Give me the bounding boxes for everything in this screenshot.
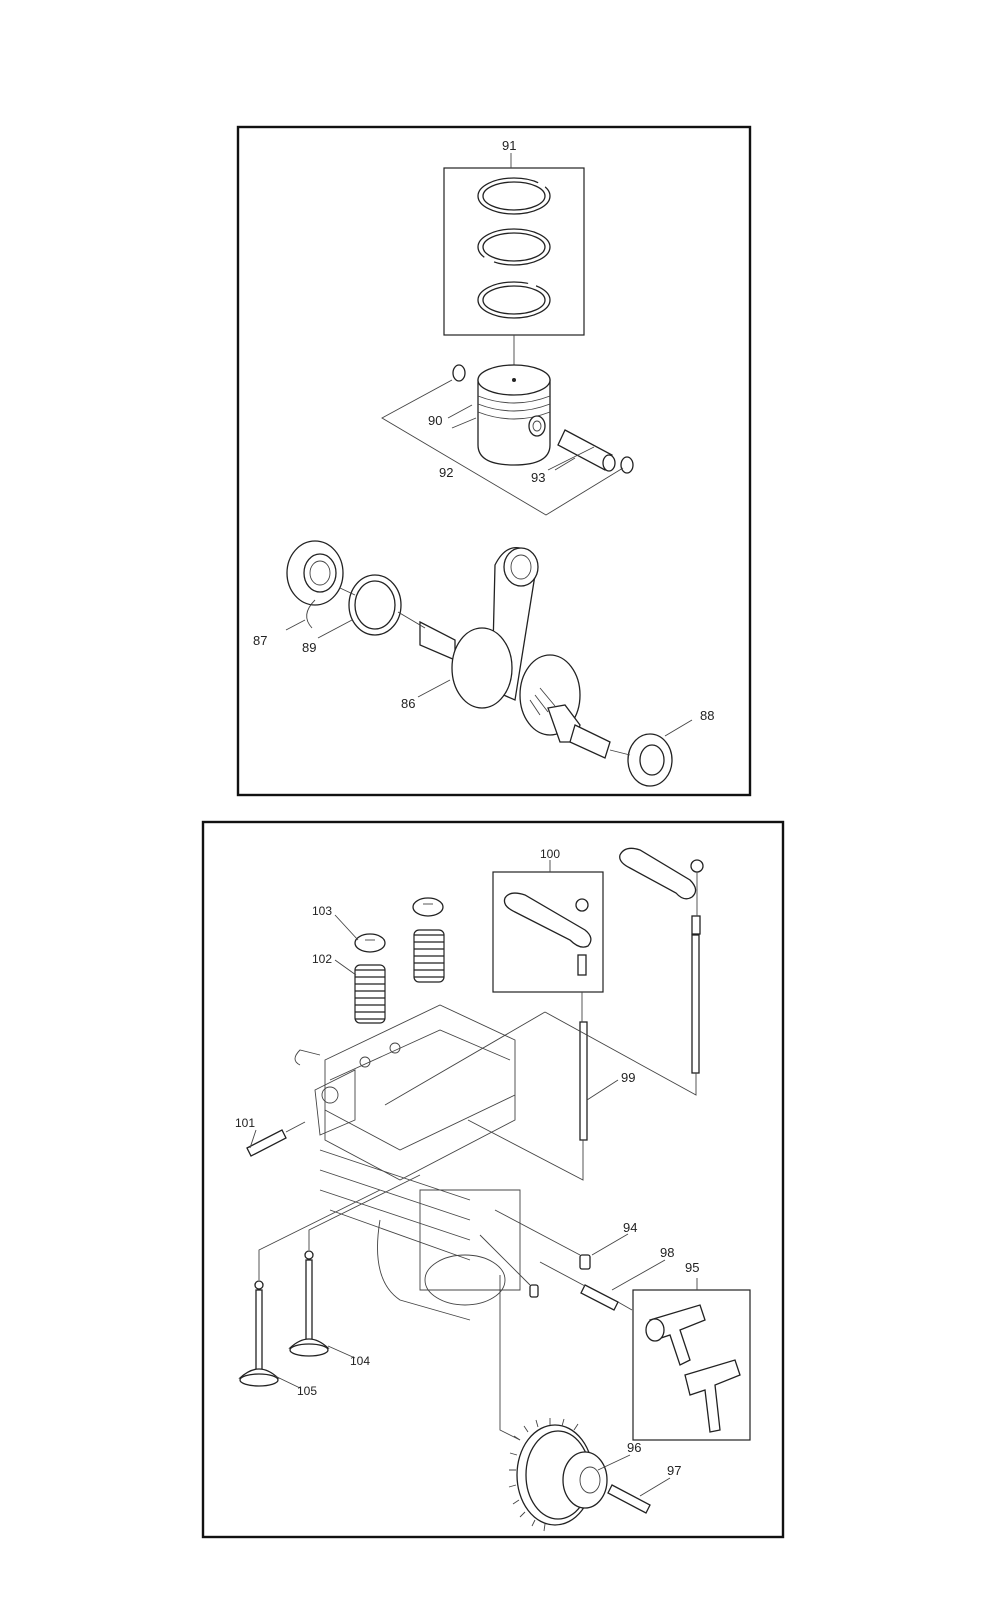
callout-88: 88 xyxy=(700,708,714,723)
piston-ring-1 xyxy=(477,177,551,215)
callout-105: 105 xyxy=(297,1384,317,1398)
circlip-left xyxy=(452,364,466,382)
crankshaft xyxy=(419,546,611,759)
callout-90: 90 xyxy=(428,413,442,428)
exhaust-valve xyxy=(238,1280,280,1387)
callout-103: 103 xyxy=(312,904,332,918)
rocker-arm-right xyxy=(619,847,704,1074)
pin-101 xyxy=(246,1129,287,1157)
callout-96: 96 xyxy=(627,1440,641,1455)
intake-valve xyxy=(288,1250,330,1357)
valve-spring-left xyxy=(354,964,386,1024)
panel-frame-bottom xyxy=(201,820,785,1539)
piston xyxy=(477,364,551,466)
callout-94: 94 xyxy=(623,1220,637,1235)
callout-95: 95 xyxy=(685,1260,699,1275)
spring-retainer-right xyxy=(412,897,444,917)
cam-follower-upper xyxy=(645,1304,706,1366)
callout-102: 102 xyxy=(312,952,332,966)
cam-shaft-pin xyxy=(580,1284,619,1311)
valve-spring-right xyxy=(413,929,445,983)
tappet-94 xyxy=(579,1254,591,1270)
panel-cylinder-head: 100 103 102 99 101 94 98 95 104 105 96 9… xyxy=(201,820,785,1539)
callout-98: 98 xyxy=(660,1245,674,1260)
callout-92: 92 xyxy=(439,465,453,480)
push-rod xyxy=(579,1021,588,1141)
callout-100: 100 xyxy=(540,847,560,861)
panel-crank-piston: 91 90 92 93 87 89 86 88 xyxy=(236,125,752,797)
piston-ring-3 xyxy=(477,281,551,319)
cam-follower-lower xyxy=(684,1359,741,1433)
piston-pin xyxy=(557,429,616,472)
bearing-left xyxy=(286,540,344,629)
rocker-arm-box xyxy=(492,871,604,993)
callout-99: 99 xyxy=(621,1070,635,1085)
callout-91: 91 xyxy=(502,138,516,153)
cam-gear xyxy=(508,1418,608,1532)
piston-ring-2 xyxy=(477,228,551,266)
panel-frame-top xyxy=(236,125,752,797)
oil-seal-ring xyxy=(348,574,402,636)
callout-101: 101 xyxy=(235,1116,255,1130)
spring-retainer-left xyxy=(354,933,386,953)
callout-104: 104 xyxy=(350,1354,370,1368)
callout-87: 87 xyxy=(253,633,267,648)
callout-97: 97 xyxy=(667,1463,681,1478)
circlip-right xyxy=(620,456,634,474)
cylinder-head-block xyxy=(294,1004,521,1321)
rocker-arm-boxed xyxy=(503,892,592,976)
callout-86: 86 xyxy=(401,696,415,711)
bearing-right xyxy=(627,733,673,787)
callout-93: 93 xyxy=(531,470,545,485)
cam-follower-box xyxy=(632,1289,751,1441)
cam-pin xyxy=(607,1484,651,1514)
callout-89: 89 xyxy=(302,640,316,655)
tappet-lower xyxy=(529,1284,539,1298)
